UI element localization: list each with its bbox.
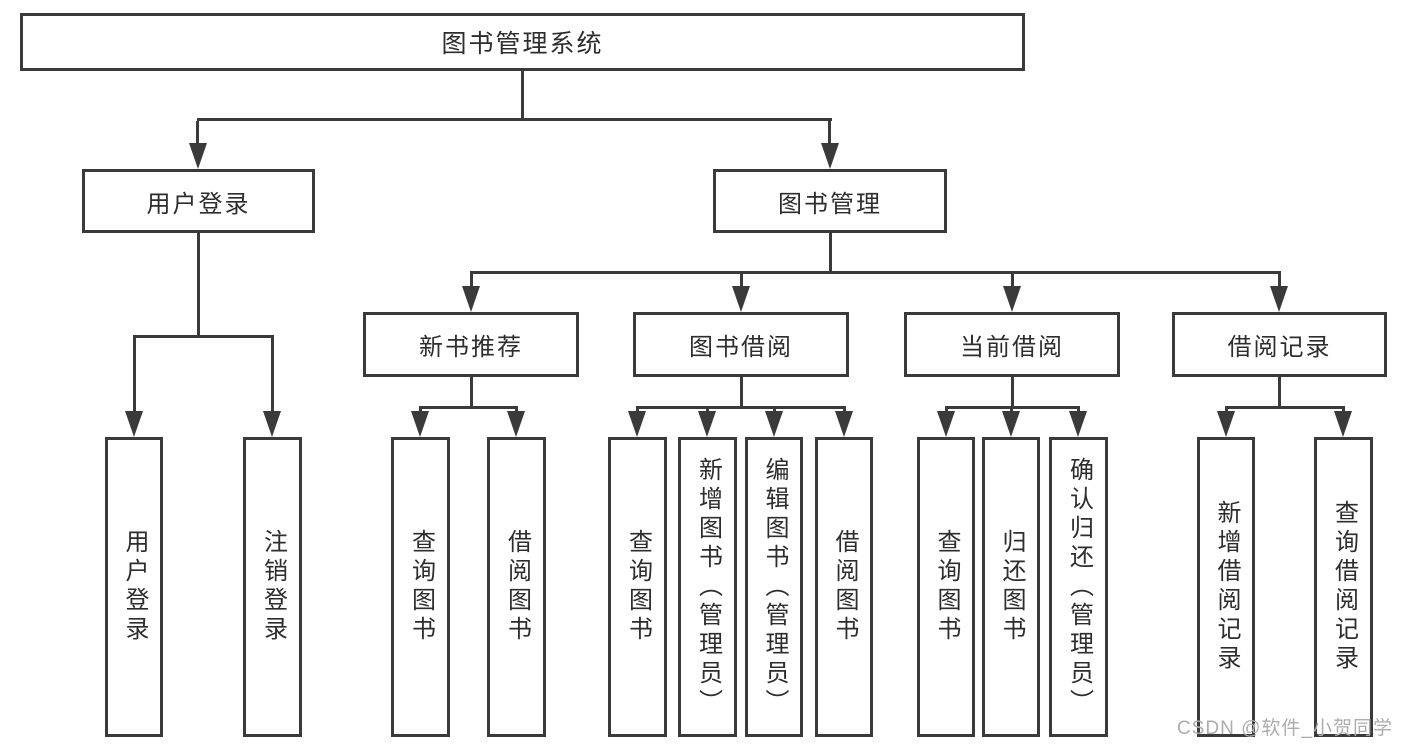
arrow-down-icon (1003, 286, 1021, 312)
arrow-down-icon (507, 411, 525, 437)
leaf-bb-edit-books-admin: 编辑图书（管理员） (745, 437, 803, 737)
leaf-cb-return-books: 归还图书 (982, 437, 1040, 737)
edge-line (945, 406, 1080, 409)
edge-line (470, 271, 1281, 274)
edge-line (828, 121, 831, 147)
leaf-bb-borrow-books-label: 借阅图书 (831, 529, 858, 645)
leaf-cb-confirm-return-admin-label: 确认归还（管理员） (1065, 456, 1093, 718)
arrow-down-icon (1002, 411, 1020, 437)
arrow-down-icon (411, 411, 429, 437)
node-book-management: 图书管理 (713, 169, 947, 233)
leaf-nb-query-books-label: 查询图书 (407, 529, 435, 645)
leaf-br-add-record: 新增借阅记录 (1197, 437, 1255, 737)
edge-line (1225, 406, 1345, 409)
edge-line (196, 121, 199, 147)
arrow-down-icon (765, 411, 783, 437)
node-book-borrowing: 图书借阅 (633, 312, 849, 377)
node-borrow-records-label: 借阅记录 (1227, 334, 1332, 361)
leaf-br-add-record-label: 新增借阅记录 (1213, 500, 1240, 674)
arrow-down-icon (1069, 411, 1087, 437)
leaf-bb-add-books-admin-label: 新增图书（管理员） (694, 456, 722, 718)
arrow-down-icon (698, 411, 716, 437)
node-new-book-recommend-label: 新书推荐 (419, 334, 523, 361)
arrow-down-icon (1217, 411, 1235, 437)
leaf-bb-add-books-admin: 新增图书（管理员） (678, 437, 737, 737)
leaf-nb-borrow-books-label: 借阅图书 (503, 529, 531, 645)
arrow-down-icon (732, 286, 750, 312)
leaf-user-login-label: 用户登录 (121, 529, 148, 645)
edge-line (1278, 274, 1281, 288)
csdn-watermark: CSDN @软件_小贺同学 (1177, 718, 1393, 739)
leaf-br-query-record-label: 查询借阅记录 (1330, 500, 1358, 674)
edge-line (419, 406, 518, 409)
node-root-system: 图书管理系统 (20, 13, 1025, 71)
node-user-login: 用户登录 (82, 169, 315, 233)
leaf-cb-query-books: 查询图书 (917, 437, 975, 737)
edge-line (133, 335, 274, 338)
leaf-bb-edit-books-admin-label: 编辑图书（管理员） (761, 456, 788, 718)
edge-line (521, 71, 524, 118)
node-borrow-records: 借阅记录 (1172, 312, 1387, 377)
edge-line (829, 233, 832, 271)
arrow-down-icon (835, 411, 853, 437)
edge-line (636, 406, 846, 409)
leaf-nb-borrow-books: 借阅图书 (487, 437, 546, 737)
leaf-bb-query-books-label: 查询图书 (624, 529, 652, 645)
leaf-br-query-record: 查询借阅记录 (1314, 437, 1373, 737)
edge-line (197, 233, 200, 335)
edge-line (740, 377, 743, 409)
leaf-logout: 注销登录 (243, 437, 302, 737)
leaf-bb-query-books: 查询图书 (608, 437, 667, 737)
edge-line (470, 377, 473, 409)
edge-line (1278, 377, 1281, 409)
arrow-down-icon (1270, 286, 1288, 312)
edge-line (133, 338, 136, 414)
edge-line (197, 118, 832, 121)
node-book-management-label: 图书管理 (778, 190, 882, 218)
leaf-logout-label: 注销登录 (259, 529, 287, 645)
node-user-login-label: 用户登录 (146, 190, 251, 218)
node-root-label: 图书管理系统 (441, 30, 604, 58)
arrow-down-icon (937, 411, 955, 437)
arrow-down-icon (263, 411, 281, 437)
node-book-borrowing-label: 图书借阅 (689, 334, 793, 361)
edge-line (470, 274, 473, 288)
edge-line (1011, 274, 1014, 288)
node-new-book-recommend: 新书推荐 (363, 312, 579, 377)
leaf-cb-confirm-return-admin: 确认归还（管理员） (1049, 437, 1108, 737)
edge-line (1011, 377, 1014, 409)
edge-line (271, 338, 274, 414)
arrow-down-icon (125, 411, 143, 437)
arrow-down-icon (821, 143, 839, 169)
arrow-down-icon (628, 411, 646, 437)
arrow-down-icon (189, 143, 207, 169)
leaf-user-login: 用户登录 (105, 437, 163, 737)
node-current-borrowing-label: 当前借阅 (960, 334, 1064, 361)
leaf-bb-borrow-books: 借阅图书 (815, 437, 873, 737)
leaf-cb-return-books-label: 归还图书 (998, 529, 1025, 645)
arrow-down-icon (462, 286, 480, 312)
arrow-down-icon (1334, 411, 1352, 437)
edge-line (740, 274, 743, 288)
leaf-cb-query-books-label: 查询图书 (933, 529, 960, 645)
node-current-borrowing: 当前借阅 (904, 312, 1120, 377)
leaf-nb-query-books: 查询图书 (391, 437, 450, 737)
